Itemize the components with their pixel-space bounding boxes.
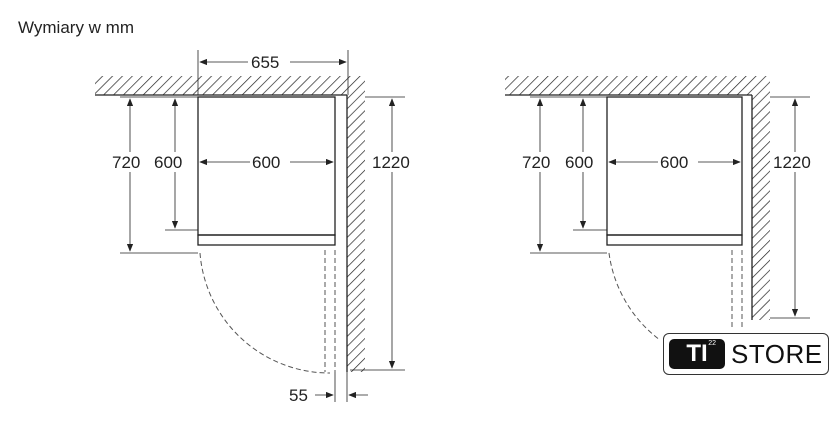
fridge-door — [606, 234, 743, 246]
dim-720: 720 — [112, 153, 140, 172]
right-installation: 720 600 600 1220 — [505, 76, 818, 341]
door-swing-arc — [608, 252, 661, 341]
left-installation: 655 720 600 600 1220 55 — [95, 50, 417, 405]
dim-600-height: 600 — [565, 153, 593, 172]
dim-55: 55 — [289, 386, 308, 405]
dim-1220: 1220 — [773, 153, 811, 172]
door-swing-arc — [199, 252, 331, 374]
dim-1220: 1220 — [372, 153, 410, 172]
dim-720: 720 — [522, 153, 550, 172]
dim-655: 655 — [251, 53, 279, 72]
dim-600-height: 600 — [154, 153, 182, 172]
fridge-door — [197, 234, 336, 246]
top-wall-hatch — [95, 76, 365, 95]
dim-600-width: 600 — [660, 153, 688, 172]
side-wall-hatch — [347, 95, 365, 372]
diagram-title: Wymiary w mm — [18, 18, 134, 37]
logo-store-text: STORE — [731, 338, 823, 369]
dim-600-width: 600 — [252, 153, 280, 172]
